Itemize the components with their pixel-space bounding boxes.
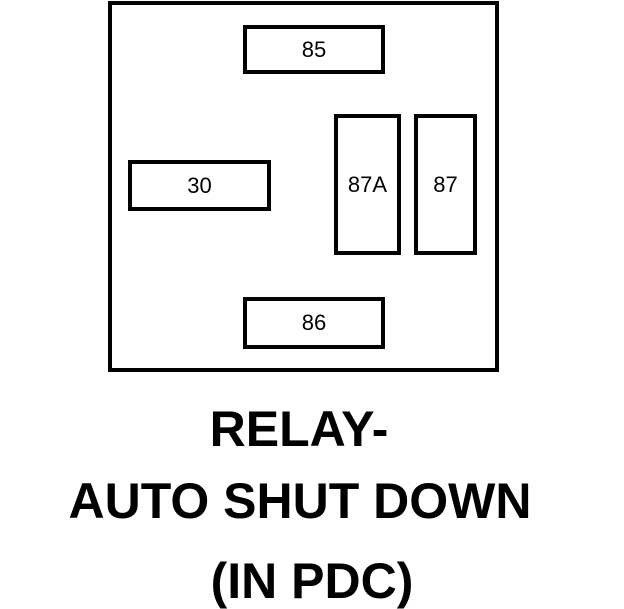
terminal-86-label: 86 [301, 310, 327, 335]
caption-line-3: (IN PDC) [210, 553, 414, 609]
caption-line-2: AUTO SHUT DOWN [68, 473, 532, 529]
caption-line-1: RELAY- [209, 401, 389, 457]
terminal-85-label: 85 [301, 36, 327, 62]
terminal-87: 87 [414, 114, 477, 255]
terminal-87a-label: 87A [347, 171, 388, 197]
terminal-30: 30 [128, 160, 271, 211]
terminal-87-label: 87 [433, 171, 458, 197]
terminal-85: 85 [243, 25, 385, 74]
terminal-86: 86 [243, 297, 385, 349]
terminal-30-label: 30 [187, 172, 212, 198]
terminal-87a: 87A [334, 114, 401, 255]
